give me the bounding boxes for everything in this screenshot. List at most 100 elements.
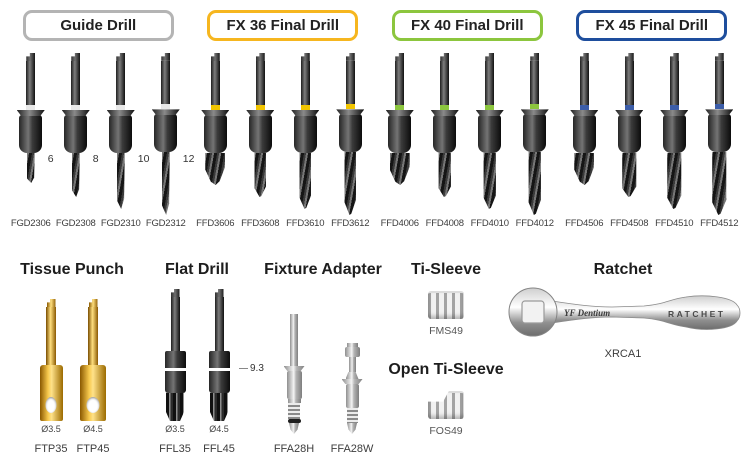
drill-item: FFD4510 [652,53,697,229]
fx36-drill-10-graphic [291,53,320,215]
group-header-fx36: FX 36 Final Drill [207,10,359,41]
product-code: FFD3612 [331,218,370,229]
drill-item: FFD4010 [467,53,512,229]
open-ti-sleeve-graphic [428,391,464,419]
o-ring [287,419,301,423]
drill-shank-notch [485,53,495,61]
length-mark: 10 [137,153,150,165]
ratchet-wrench-graphic: YF Dentium RATCHET [508,287,740,337]
length-mark: 12 [182,153,195,165]
drill-item: 12 FGD2312 [143,53,194,229]
section-ti-sleeves: Ti-Sleeve FMS49 Open Ti-Sleeve FOS49 [388,261,504,437]
drill-tip [389,153,410,185]
drill-item: FFD4008 [422,53,467,229]
product-code: FFD4010 [470,218,509,229]
flat-drill-tip [166,393,184,421]
product-code: XRCA1 [604,348,642,360]
drill-tip [574,153,595,185]
drill-shank-notch [71,53,81,61]
drill-tip [71,153,80,197]
drill-shank-notch [161,53,171,61]
product-code: FGD2310 [100,218,141,229]
dimension-label: 9.3 [239,363,264,374]
product-code: FGD2308 [55,218,96,229]
drill-shank-notch [530,53,540,61]
fx45-drill-12-graphic [705,53,734,215]
product-code: FOS49 [429,425,463,437]
flat-drill-tip [210,393,228,421]
length-mark: 6 [47,153,54,165]
drill-row: FFD3606 FFD3608 [193,53,373,229]
section-tissue-punch: Tissue Punch Ø3.5 FTP35 Ø4.5 FTP45 [8,261,136,455]
guide-drill-6-graphic: 6 [16,53,54,215]
drill-item: FFD3606 [193,53,238,229]
product-code: FFA28H [273,443,315,455]
flat-drill-graphic [208,351,230,393]
group-fx45-final-drill: FX 45 Final Drill FFD4506 [560,10,745,229]
adapter-w-graphic [346,343,358,347]
fx40-drill-10-graphic [475,53,504,215]
drill-item: FFD3612 [328,53,373,229]
ratchet-engraving: RATCHET [668,309,725,319]
product-code: FGD2306 [10,218,51,229]
drill-row: FFD4506 FFD4508 [562,53,742,229]
drill-tip [205,153,226,185]
drill-item: FFD4512 [697,53,742,229]
section-title: Ti-Sleeve [411,261,481,278]
fx36-drill-06-graphic [201,53,230,215]
fx40-drill-08-graphic [430,53,459,215]
length-mark: 8 [92,153,99,165]
drill-shank-notch [255,53,265,61]
drill-item: FFD3608 [238,53,283,229]
section-title: Flat Drill [164,261,229,278]
drill-item: FFD3610 [283,53,328,229]
diameter-label: Ø3.5 [41,424,61,434]
drill-tip [622,153,637,197]
group-header-fx40: FX 40 Final Drill [391,10,543,41]
fx40-drill-06-graphic [385,53,414,215]
product-code: FTP35 [34,443,68,455]
fx45-drill-10-graphic [660,53,689,215]
fixture-adapter-item: FFA28H [274,287,314,455]
tissue-punch-graphic [80,365,106,421]
drill-tip [438,153,451,197]
diameter-label: Ø4.5 [209,424,229,434]
product-code: FFD4510 [655,218,694,229]
ratchet-square-socket [520,300,545,324]
drill-tip [344,151,356,215]
drill-tip [528,151,541,215]
product-code: FFD4512 [700,218,739,229]
diameter-label: Ø4.5 [83,424,103,434]
product-code: FFD4012 [515,218,554,229]
tissue-punch-graphic [39,365,63,421]
fx45-drill-08-graphic [615,53,644,215]
section-flat-drill: Flat Drill Ø3.5 FFL35 Ø4.5 FFL45 [136,261,264,455]
product-code: FFD3606 [196,218,235,229]
ti-sleeve-graphic [428,291,464,319]
top-drill-groups: Guide Drill 6 FGD2306 [8,10,745,229]
drill-item: 6 FGD2306 [8,53,54,229]
drill-item: FFD4508 [607,53,652,229]
tissue-punch-item: Ø4.5 FTP45 [72,287,114,455]
drill-tip [667,153,682,209]
guide-drill-8-graphic: 8 [61,53,99,215]
ratchet-brand-engraving: YF Dentium [564,308,610,318]
product-code: FGD2312 [145,218,186,229]
product-code: FFD4506 [565,218,604,229]
section-title: Tissue Punch [20,261,124,278]
drill-tip [483,153,496,209]
drill-shank-notch [210,53,220,61]
fx45-drill-06-graphic [570,53,599,215]
group-fx36-final-drill: FX 36 Final Drill FFD3606 [191,10,376,229]
product-code: FFD3610 [286,218,325,229]
product-code: FFD4508 [610,218,649,229]
guide-drill-12-graphic: 12 [151,53,194,215]
bottom-accessories: Tissue Punch Ø3.5 FTP35 Ø4.5 FTP45 [0,261,750,455]
drill-item: FFD4012 [512,53,557,229]
drill-shank-notch [440,53,450,61]
drill-item: FFD4006 [377,53,422,229]
drill-shank-notch [345,53,355,61]
drill-shank-notch [714,53,724,61]
drill-shank-notch [669,53,679,61]
